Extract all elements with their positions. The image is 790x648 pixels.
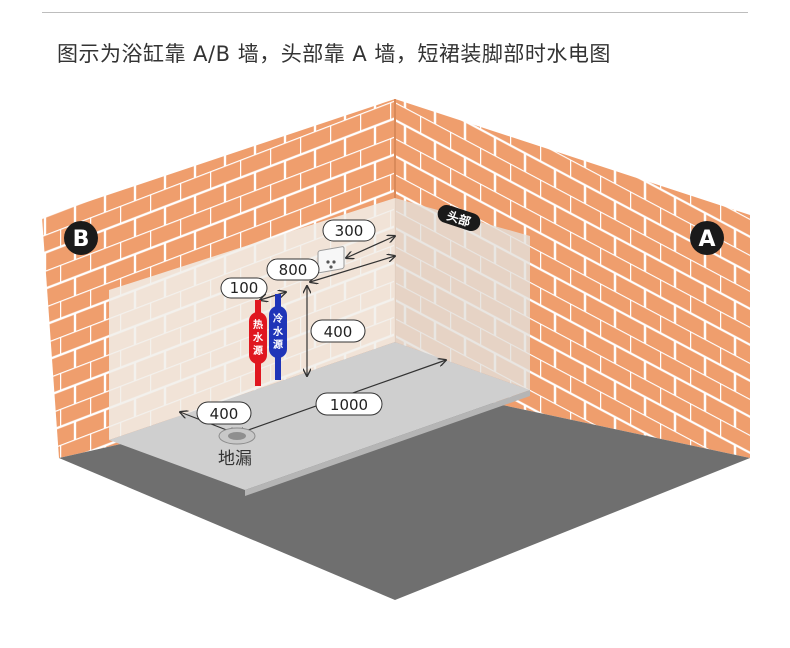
top-divider [42, 12, 748, 13]
svg-text:400: 400 [210, 405, 239, 423]
svg-text:100: 100 [230, 279, 259, 297]
dim-800: 800 [266, 258, 320, 281]
svg-text:B: B [73, 227, 90, 252]
hot-label-2: 水 [252, 331, 264, 344]
svg-text:头部: 头部 [445, 208, 472, 230]
dim-line-100 [260, 292, 286, 300]
wall-a-badge: A [690, 221, 724, 255]
svg-text:800: 800 [279, 261, 308, 279]
dim-400-drain: 400 [196, 401, 252, 425]
dim-400-height: 400 [310, 319, 366, 343]
wall-b-badge: B [64, 221, 98, 255]
dim-100: 100 [220, 277, 268, 299]
cold-label-1: 冷 [273, 312, 283, 325]
drain-label: 地漏 [218, 449, 252, 469]
svg-text:300: 300 [335, 222, 364, 240]
svg-text:1000: 1000 [330, 396, 368, 414]
floor-drain [218, 427, 256, 445]
dim-line-800 [310, 256, 395, 282]
power-socket [317, 246, 345, 274]
hot-water-pipe: 热 水 源 [249, 300, 267, 386]
hot-label-3: 源 [253, 344, 263, 357]
cold-water-pipe: 冷 水 源 [269, 294, 287, 380]
svg-text:400: 400 [324, 323, 353, 341]
hot-label-1: 热 [253, 318, 263, 331]
dim-1000: 1000 [315, 392, 383, 416]
cold-label-2: 水 [272, 325, 284, 338]
head-tag: 头部 [437, 204, 481, 232]
cold-label-3: 源 [273, 338, 283, 351]
svg-text:A: A [698, 227, 715, 252]
dim-300: 300 [322, 219, 376, 242]
page-title: 图示为浴缸靠 A/B 墙，头部靠 A 墙，短裙装脚部时水电图 [57, 42, 611, 66]
